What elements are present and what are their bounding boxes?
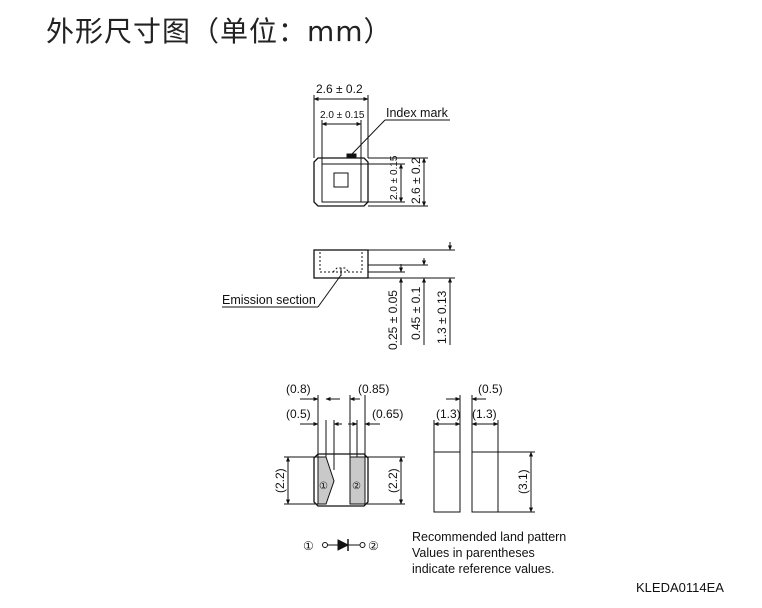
dim-065: (0.65) (372, 407, 403, 421)
land-dim-13-left: (1.3) (436, 407, 461, 421)
dim-22-left: (2.2) (273, 468, 287, 493)
dim-085: (0.85) (358, 382, 389, 396)
top-view-lens (321, 163, 362, 203)
dim-height-inner: 2.0 ± 0.15 (389, 155, 400, 200)
side-view (222, 242, 455, 345)
land-pad-left (433, 451, 461, 513)
land-dim-13-right: (1.3) (472, 407, 497, 421)
pad-2-label: ② (352, 481, 361, 492)
dim-22-right: (2.2) (386, 468, 400, 493)
side-view-package (313, 249, 369, 279)
dim-thickness-13: 1.3 ± 0.13 (435, 290, 449, 344)
emission-section-label: Emission section (222, 293, 316, 307)
dim-thickness-045: 0.45 ± 0.1 (409, 286, 423, 340)
page-title: 外形尺寸图（单位：mm） (46, 15, 393, 48)
dim-05: (0.5) (286, 407, 311, 421)
bottom-view (284, 395, 405, 507)
note-line-1: Recommended land pattern (412, 530, 566, 544)
symbol-pin-1: ① (303, 539, 314, 553)
index-mark-label: Index mark (386, 106, 449, 120)
diode-symbol (322, 539, 366, 551)
note-line-3: indicate reference values. (412, 562, 554, 576)
land-pad-right (471, 451, 499, 513)
symbol-pin-2: ② (368, 539, 379, 553)
note-line-2: Values in parentheses (412, 546, 535, 560)
top-view-chip (333, 172, 349, 188)
land-pattern (433, 395, 535, 513)
dim-width-inner: 2.0 ± 0.15 (320, 110, 365, 121)
pad-1 (317, 456, 335, 505)
dim-height-outer: 2.6 ± 0.2 (409, 157, 423, 204)
land-dim-31: (3.1) (516, 469, 530, 494)
drawing-code: KLEDA0114EA (636, 580, 724, 595)
index-mark-shape (346, 153, 357, 158)
dim-width-outer: 2.6 ± 0.2 (316, 82, 363, 96)
top-view (313, 95, 450, 207)
dim-08: (0.8) (286, 382, 311, 396)
land-dim-05: (0.5) (478, 382, 503, 396)
top-view-package (313, 157, 369, 207)
dim-thickness-025: 0.25 ± 0.05 (386, 290, 400, 350)
pad-1-label: ① (319, 481, 328, 492)
diode-triangle (337, 539, 350, 551)
